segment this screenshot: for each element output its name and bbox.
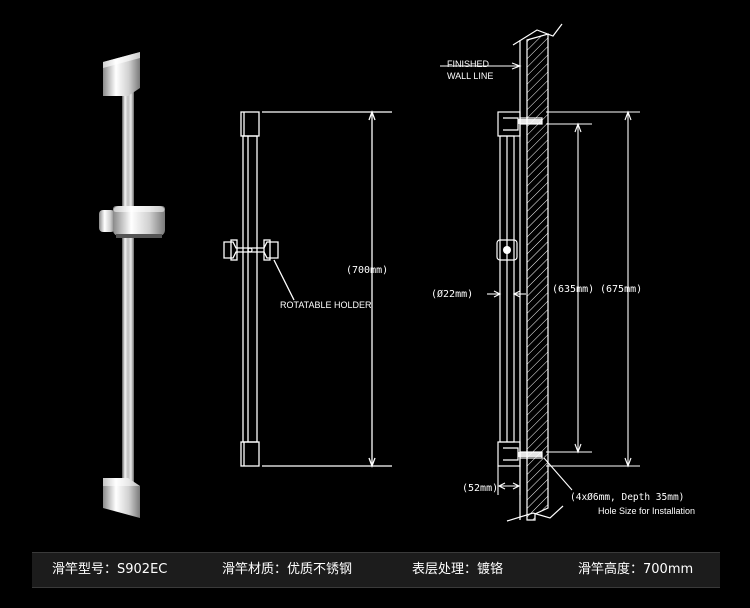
product-photo	[99, 52, 165, 518]
offset-52-label: (52mm)	[462, 483, 498, 494]
front-bottom-bracket	[240, 441, 260, 467]
side-holder	[496, 239, 518, 261]
front-rotatable-holder	[223, 239, 279, 261]
front-view-drawing	[223, 110, 392, 468]
photo-bottom-bracket	[103, 478, 140, 518]
finished-wall-label-line1: FINISHED	[447, 59, 490, 69]
length-700-label: (700mm)	[346, 265, 388, 276]
photo-slider-holder	[99, 206, 165, 238]
holder-leader-line	[273, 259, 295, 301]
wall-section	[526, 33, 549, 521]
length-675-label: (675mm)	[600, 284, 642, 295]
spec-model: 滑竿型号：S902EC	[52, 562, 168, 577]
side-bottom-bracket	[497, 441, 521, 467]
photo-top-bracket	[103, 52, 140, 96]
holes-label: (4xØ6mm, Depth 35mm)	[570, 492, 684, 503]
rotatable-holder-label: ROTATABLE HOLDER	[280, 300, 372, 310]
finished-wall-label-line2: WALL LINE	[447, 71, 493, 81]
length-635-label: (635mm)	[552, 284, 594, 295]
front-rail	[242, 135, 258, 443]
product-diagram: FINISHED WALL LINE ROTATABLE HOLDER (700…	[99, 23, 695, 522]
diameter-22-label: (Ø22mm)	[431, 288, 473, 300]
spec-bar: 滑竿型号：S902EC 滑竿材质：优质不锈钢 表层处理：镀铬 滑竿高度：700m…	[32, 552, 720, 588]
side-top-bracket	[497, 111, 521, 137]
spec-material: 滑竿材质：优质不锈钢	[222, 562, 353, 577]
side-view-drawing	[440, 23, 640, 522]
wall-break-top	[512, 23, 563, 46]
hole-note-label: Hole Size for Installation	[598, 506, 695, 516]
spec-finish: 表层处理：镀铬	[412, 562, 504, 577]
spec-height: 滑竿高度：700mm	[578, 562, 694, 577]
photo-rail	[122, 72, 134, 494]
